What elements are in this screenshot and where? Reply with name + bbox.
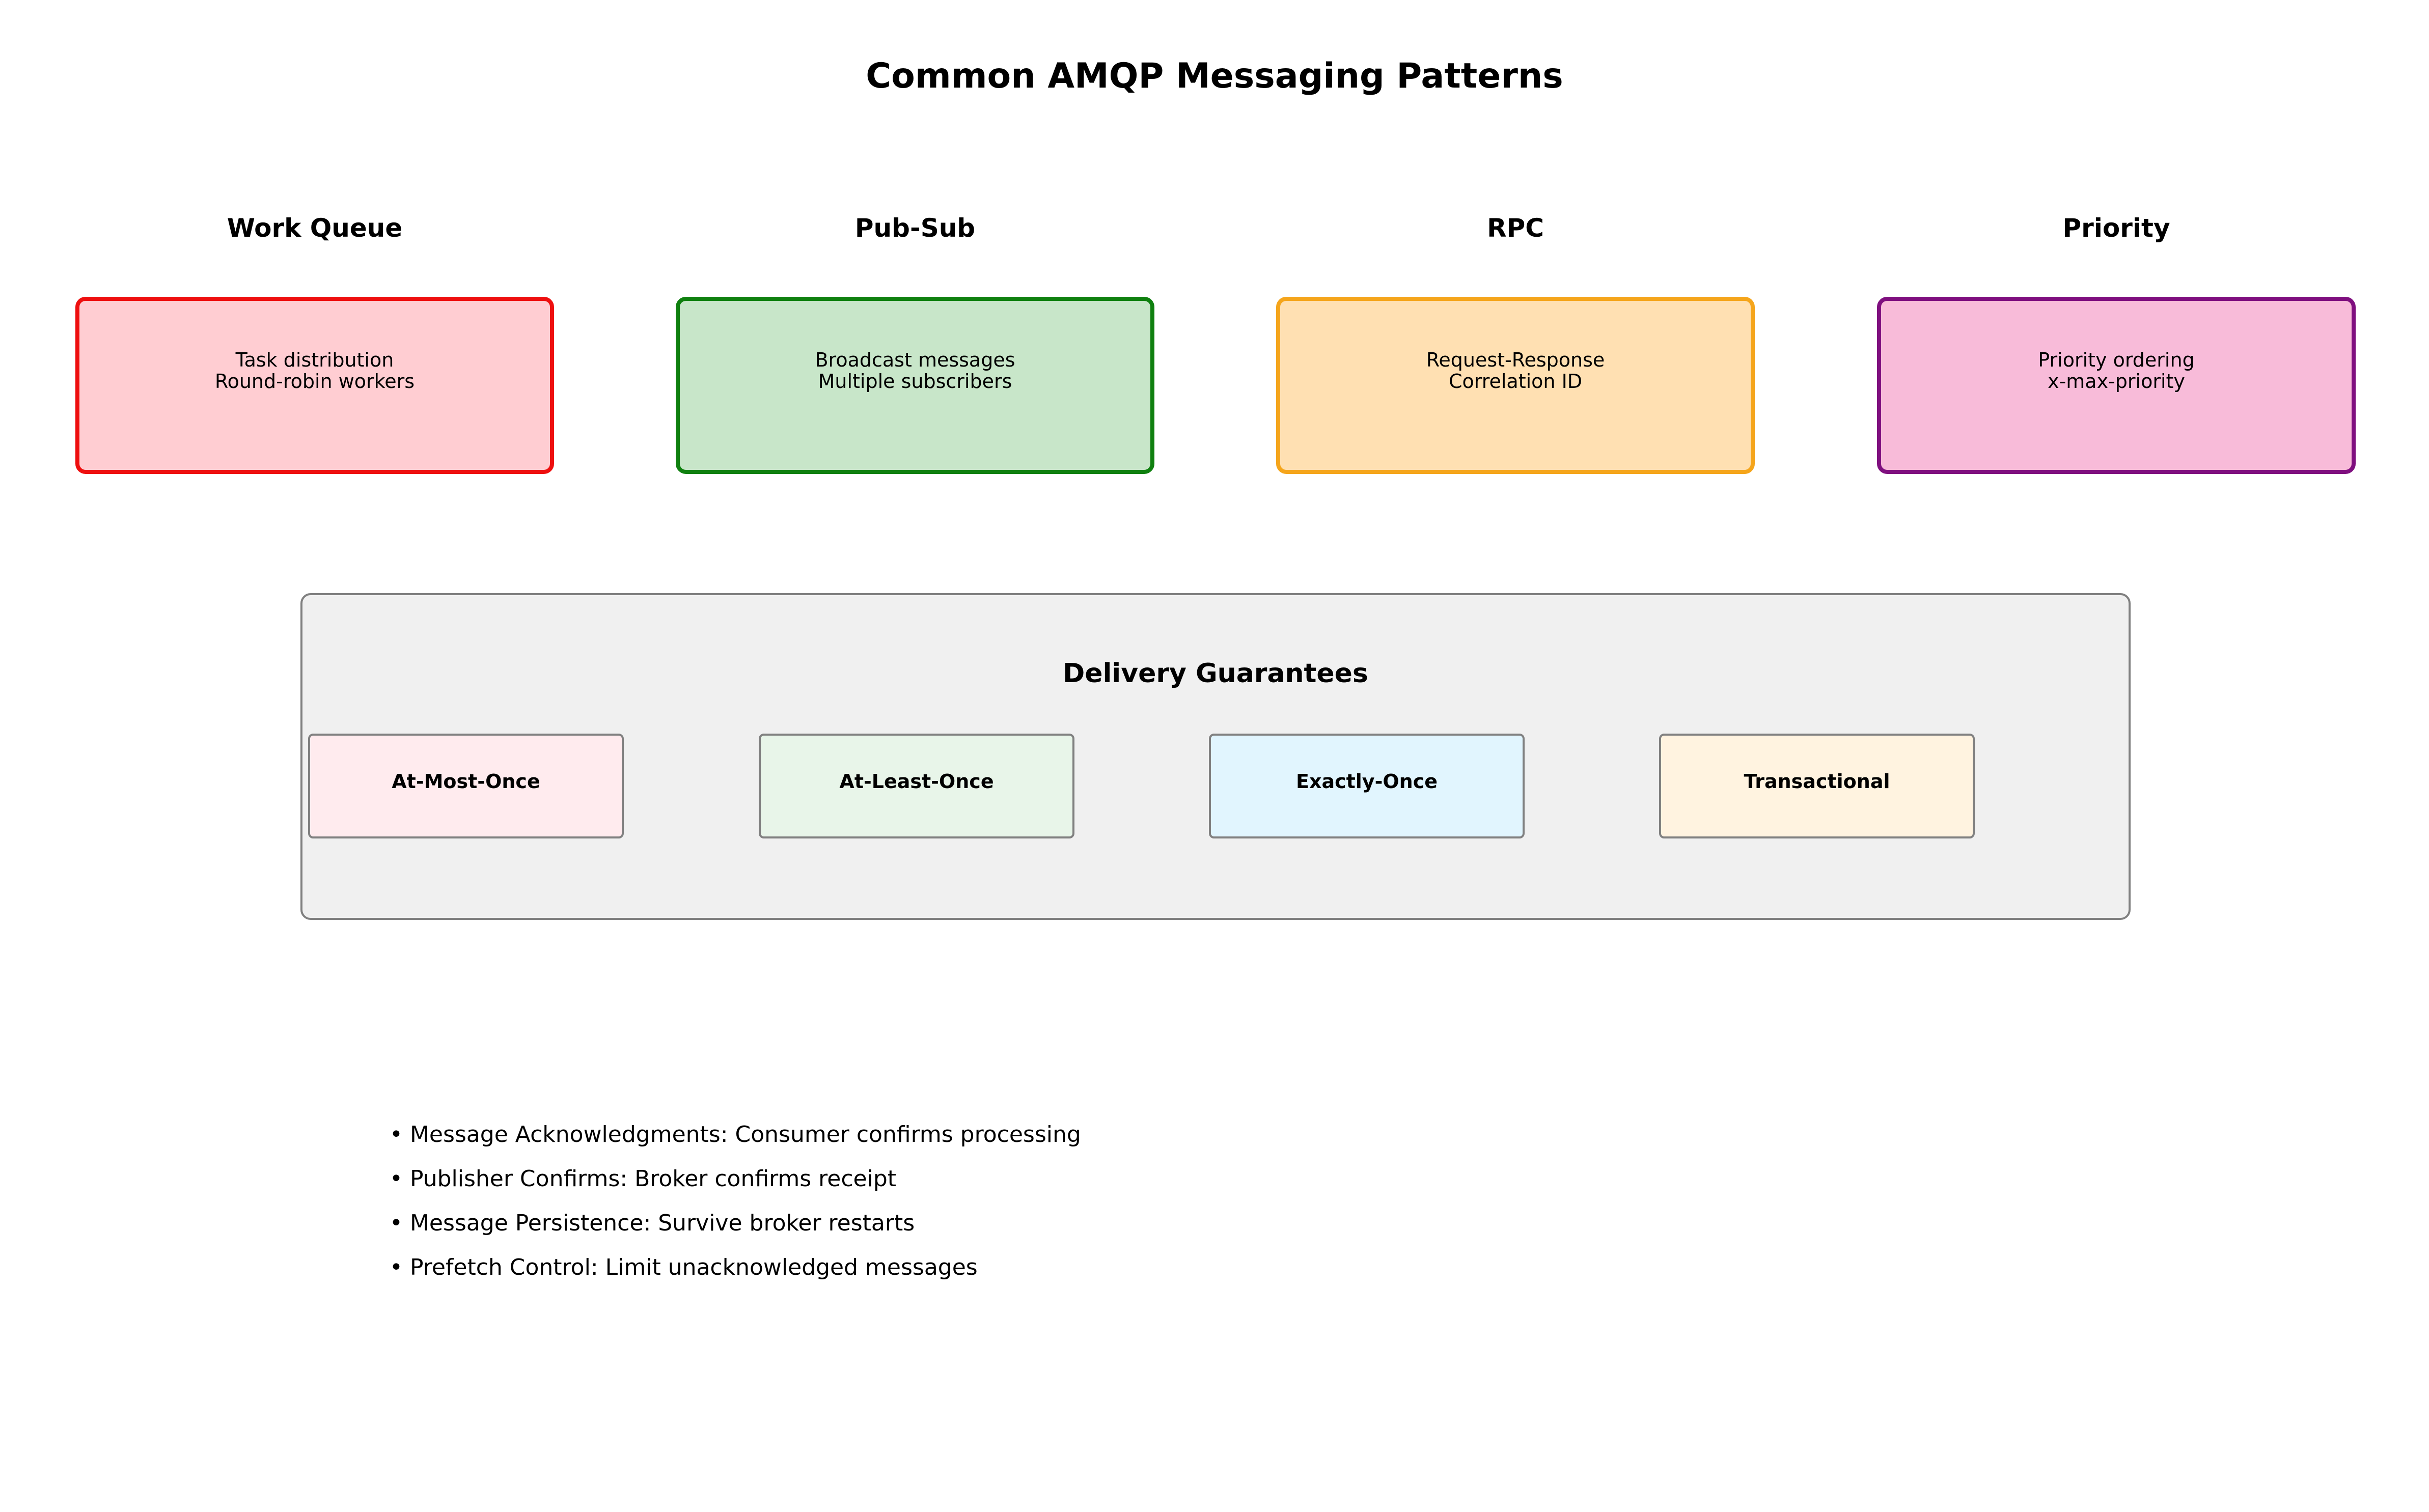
guarantee-box-exactly-once: Exactly-Once [1209, 734, 1525, 838]
pattern-description-pub-sub: Broadcast messages Multiple subscribers [815, 349, 1015, 393]
pattern-description-work-queue: Task distribution Round-robin workers [214, 349, 415, 393]
pattern-description-priority: Priority ordering x-max-priority [2038, 349, 2195, 393]
guarantee-label-exactly-once: Exactly-Once [1295, 770, 1438, 793]
guarantee-label-at-least-once: At-Least-Once [839, 770, 994, 793]
feature-notes-list: • Message Acknowledgments: Consumer conf… [390, 1112, 1081, 1290]
guarantee-label-at-most-once: At-Most-Once [392, 770, 540, 793]
pattern-heading-priority: Priority [2062, 213, 2170, 243]
diagram-title: Common AMQP Messaging Patterns [866, 56, 1563, 96]
note-message-acknowledgments: • Message Acknowledgments: Consumer conf… [390, 1122, 1081, 1147]
pattern-description-rpc: Request-Response Correlation ID [1426, 349, 1605, 393]
guarantee-box-at-least-once: At-Least-Once [759, 734, 1074, 838]
pattern-heading-pub-sub: Pub-Sub [854, 213, 976, 243]
guarantee-box-at-most-once: At-Most-Once [308, 734, 624, 838]
note-message-persistence: • Message Persistence: Survive broker re… [390, 1210, 915, 1236]
guarantee-label-transactional: Transactional [1744, 770, 1890, 793]
guarantee-box-transactional: Transactional [1659, 734, 1975, 838]
pattern-box-work-queue: Task distribution Round-robin workers [75, 297, 554, 474]
pattern-box-pub-sub: Broadcast messages Multiple subscribers [676, 297, 1154, 474]
delivery-guarantees-heading: Delivery Guarantees [1063, 658, 1368, 689]
note-prefetch-control: • Prefetch Control: Limit unacknowledged… [390, 1254, 978, 1280]
pattern-heading-work-queue: Work Queue [227, 213, 403, 243]
pattern-box-priority: Priority ordering x-max-priority [1877, 297, 2356, 474]
pattern-heading-rpc: RPC [1487, 213, 1544, 243]
pattern-box-rpc: Request-Response Correlation ID [1276, 297, 1755, 474]
note-publisher-confirms: • Publisher Confirms: Broker confirms re… [390, 1166, 897, 1192]
